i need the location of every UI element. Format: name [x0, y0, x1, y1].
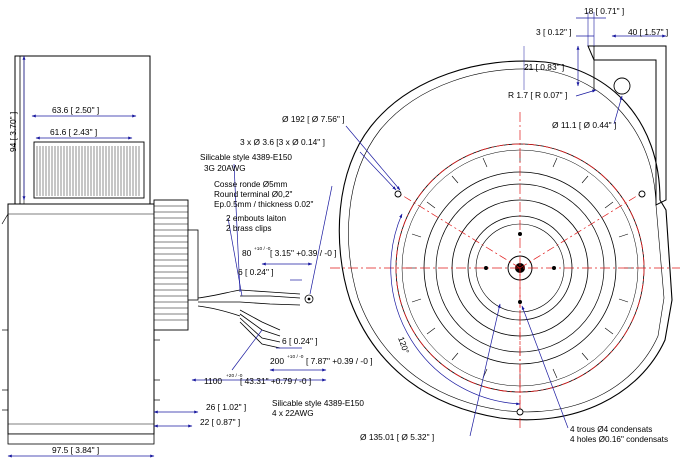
strip-80-inch: [ 3.15" +0.39 / -0 ]	[270, 248, 337, 258]
lead-200-inch: [ 7.87" +0.39 / -0 ]	[306, 356, 373, 366]
dim-total-width: 97.5 [ 3.84" ]	[52, 445, 99, 455]
holes-4-en: 4 holes Ø0.16" condensats	[570, 435, 668, 444]
strip-6: 6 [ 0.24" ]	[238, 267, 274, 277]
strip-80-tol: +10 / -0	[254, 246, 271, 252]
dim-hole: Ø 11.1 [ Ø 0.44" ]	[552, 120, 616, 130]
front-dimensions	[227, 12, 667, 437]
lead-1100: 1100	[204, 376, 222, 386]
cable-title: Silicable style 4389-E150	[200, 153, 292, 162]
labels: 94 [ 3.70" ] 63.6 [ 2.50" ] 61.6 [ 2.43"…	[8, 6, 668, 455]
dim-26: 26 [ 1.02" ]	[206, 402, 246, 412]
dim-21: 21 [ 0.83" ]	[524, 62, 564, 72]
cable-spec: 3G 20AWG	[204, 164, 246, 173]
front-view	[330, 45, 680, 428]
strip-6-lower: 6 [ 0.24" ]	[282, 336, 318, 346]
dim-angle: 120°	[396, 335, 411, 355]
dim-width-inner: 61.6 [ 2.43" ]	[50, 127, 97, 137]
dim-22: 22 [ 0.87" ]	[200, 417, 240, 427]
holes-4-fr: 4 trous Ø4 condensats	[570, 425, 652, 434]
side-dimensions	[7, 55, 327, 458]
dim-height: 94 [ 3.70" ]	[8, 112, 18, 152]
sleeves-en: 2 brass clips	[226, 224, 272, 233]
cable-spec-2: 4 x 22AWG	[272, 409, 314, 418]
dim-outer-diameter: Ø 192 [ Ø 7.56" ]	[282, 114, 345, 124]
dim-radius: R 1.7 [ R 0.07" ]	[508, 90, 567, 100]
terminal-fr: Cosse ronde Ø5mm	[214, 180, 287, 189]
dim-width-outer: 63.6 [ 2.50" ]	[52, 105, 99, 115]
dim-18: 18 [ 0.71" ]	[584, 6, 624, 16]
lead-1100-inch: [ 43.31" +0.79 / -0 ]	[240, 376, 311, 386]
terminal-thickness: Ep.0.5mm / thickness 0.02"	[214, 200, 313, 209]
strip-80: 80	[242, 248, 252, 258]
sleeves-fr: 2 embouts laiton	[226, 214, 287, 223]
terminal-en: Round terminal Ø0,2"	[214, 190, 293, 199]
side-view	[1, 55, 314, 445]
dim-3-holes: 3 x Ø 3.6 [3 x Ø 0.14" ]	[240, 137, 325, 147]
dim-40: 40 [ 1.57" ]	[628, 27, 668, 37]
lead-200: 200	[270, 356, 284, 366]
cable-title-2: Silicable style 4389-E150	[272, 399, 364, 408]
lead-200-tol: +10 / -0	[287, 354, 304, 360]
lead-1100-tol: +20 / -0	[226, 373, 243, 379]
dim-3: 3 [ 0.12" ]	[536, 27, 572, 37]
dim-pcd: Ø 135.01 [ Ø 5.32" ]	[360, 432, 434, 442]
